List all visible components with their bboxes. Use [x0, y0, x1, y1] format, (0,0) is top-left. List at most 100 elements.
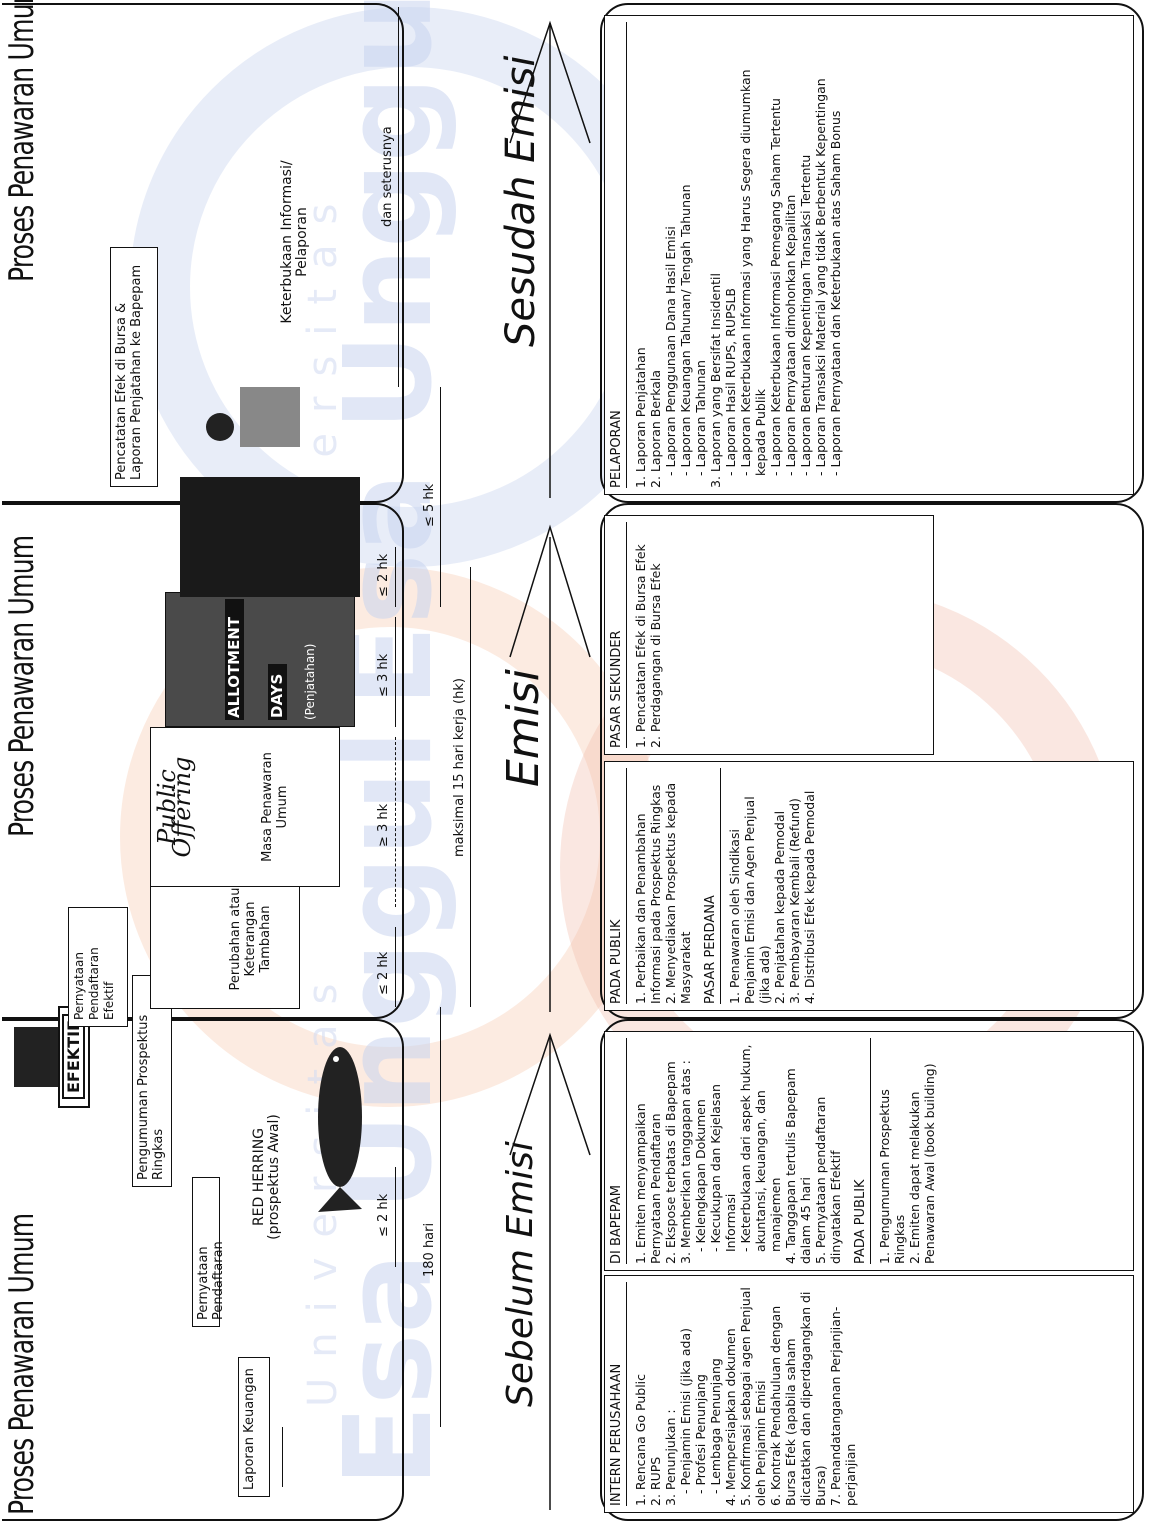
pernyataan-efektif-label: Pernyataan Pendaftaran Efektif	[72, 947, 116, 1020]
traders-icon	[206, 387, 300, 447]
pelaporan-item: - Laporan Pernyataan dan Keterbukaan ata…	[828, 110, 843, 476]
laporan-keuangan-label: Laporan Keuangan	[242, 1368, 257, 1490]
line-le3hk	[395, 617, 396, 727]
intern-list: 1. Rencana Go Public 2. RUPS 3. Penunjuk…	[633, 1282, 858, 1506]
pernyataan-efektif-box: Pernyataan Pendaftaran Efektif	[68, 907, 128, 1027]
line-le5hk	[440, 387, 441, 607]
bapepam-item: - Kelengkapan Dokumen	[693, 1099, 708, 1252]
pelaporan-item: 3. Laporan yang Bersifat Insidentil	[708, 272, 723, 488]
pencatatan-label: Pencatatan Efek di Bursa & Laporan Penja…	[114, 264, 144, 480]
bapepam-heading: DI BAPEPAM	[609, 1038, 627, 1264]
bapepam-item: 5. Pernyataan pendaftaran dinyatakan Efe…	[813, 1096, 843, 1264]
sekunder-item: 2. Perdagangan di Bursa Efek	[648, 563, 663, 748]
sekunder-list: 1. Pencatatan Efek di Bursa Efek 2. Perd…	[633, 522, 663, 748]
pelaporan-item: - Laporan Pernyataan dimohonkan Kepailit…	[783, 194, 798, 476]
pasar-perdana-item: 3. Pembayaran Kembali (Refund)	[787, 798, 802, 1004]
line-maksimal	[470, 567, 471, 1007]
chevron-sesudah	[509, 20, 591, 498]
pelaporan-item: 1. Laporan Penjatahan	[633, 347, 648, 488]
pasar-perdana-item: 2. Penjatahan kepada Pemodal	[772, 810, 787, 1004]
line-3hk	[395, 737, 396, 907]
publik-item: 2. Menyediakan Prospektus kepada Masyara…	[663, 782, 693, 1004]
column-sekunder: PASAR SEKUNDER 1. Pencatatan Efek di Bur…	[604, 515, 934, 755]
intern-item: 1. Rencana Go Public	[633, 1373, 648, 1506]
pelaporan-item: - Laporan Penggunaan Dana Hasil Emisi	[663, 226, 678, 476]
line-le2hk-c	[395, 547, 396, 607]
bapepam-publik-item: 2. Emiten dapat melakukan Penawaran Awal…	[907, 1063, 937, 1264]
pelaporan-item: - Laporan Transaksi Material yang tidak …	[813, 78, 828, 476]
label-le3hk: ≤ 3 hk	[376, 653, 391, 697]
title-left: Proses Penawaran Umum	[2, 1213, 42, 1515]
label-le2hk-c: ≤ 2 hk	[376, 553, 391, 597]
column-intern: INTERN PERUSAHAAN 1. Rencana Go Public 2…	[604, 1275, 1134, 1513]
allotment-box: ALLOTMENT DAYS (Penjatahan)	[165, 592, 355, 727]
penjatahan-label: (Penjatahan)	[303, 643, 317, 720]
fish-icon	[318, 1047, 362, 1212]
pelaporan-item: - Laporan Benturan Kepentingan Transaksi…	[798, 154, 813, 476]
label-le5hk: ≤ 5 hk	[422, 483, 437, 527]
bapepam-publik-item: 1. Pengumuman Prospektus Ringkas	[877, 1089, 907, 1264]
pelaporan-item: 2. Laporan Berkala	[648, 369, 663, 488]
publik-heading: PADA PUBLIK	[609, 768, 627, 1004]
perubahan-box: Perubahan atau Keterangan Tambahan	[150, 869, 300, 1009]
pasar-perdana-list: 1. Penawaran oleh Sindikasi Penjamin Emi…	[727, 768, 817, 1004]
bapepam-publik-list: 1. Pengumuman Prospektus Ringkas 2. Emit…	[877, 1038, 937, 1264]
red-herring-label: RED HERRING (prospektus Awal)	[251, 1114, 282, 1240]
keterbukaan-label: Keterbukaan Informasi/ Pelaporan	[279, 160, 310, 324]
line-laporan	[282, 1427, 283, 1487]
bapepam-item: 1. Emiten menyampaikan Pernyataan Pendaf…	[633, 1103, 663, 1264]
chevron-sebelum	[509, 1032, 591, 1510]
intern-item: 6. Kontrak Pendahuluan dengan Bursa Efek…	[768, 1291, 828, 1506]
allotment-label: ALLOTMENT	[225, 599, 244, 720]
column-pelaporan: PELAPORAN 1. Laporan Penjatahan 2. Lapor…	[604, 15, 1134, 495]
title-middle: Proses Penawaran Umum	[2, 535, 42, 837]
intern-heading: INTERN PERUSAHAAN	[609, 1282, 627, 1506]
label-maksimal: maksimal 15 hari kerja (hk)	[452, 678, 467, 857]
intern-item: 7. Penandatanganan Perjanjian-perjanjian	[828, 1306, 858, 1506]
pelaporan-list: 1. Laporan Penjatahan 2. Laporan Berkala…	[633, 22, 843, 488]
label-le2hk-a: ≤ 2 hk	[376, 1193, 391, 1237]
pelaporan-item: - Laporan Keterbukaan Informasi Pemegang…	[768, 98, 783, 476]
publik-item: 1. Perbaikan dan Penambahan Informasi pa…	[633, 784, 663, 1004]
phase-sebelum: Sebelum Emisi	[500, 1141, 541, 1407]
column-bapepam: DI BAPEPAM 1. Emiten menyampaikan Pernya…	[604, 1031, 1134, 1271]
bapepam-item: - Keterbukaan dari aspek hukum, akuntans…	[738, 1044, 783, 1252]
label-ge3hk: ≥ 3 hk	[376, 803, 391, 847]
bapepam-item: 4. Tanggapan tertulis Bapepam dalam 45 h…	[783, 1068, 813, 1264]
pencatatan-box: Pencatatan Efek di Bursa & Laporan Penja…	[110, 247, 158, 487]
laporan-keuangan-box: Laporan Keuangan	[238, 1357, 270, 1497]
intern-item: 5. Konfirmasi sebagai agen Penjual oleh …	[738, 1287, 768, 1506]
pasar-perdana-item: 1. Penawaran oleh Sindikasi Penjamin Emi…	[727, 796, 772, 1004]
pernyataan-pendaftaran-label: Pernyataan Pendaftaran	[196, 1241, 226, 1320]
bourse-photo	[180, 477, 360, 597]
days-label: DAYS	[268, 664, 287, 720]
title-right: Proses Penawaran Umum	[2, 0, 42, 282]
pelaporan-item: - Laporan Keterbukaan Informasi yang Har…	[738, 69, 768, 476]
chevron-emisi	[509, 524, 591, 1012]
line-keterbukaan	[398, 7, 399, 387]
pengumuman-prospektus-label: Pengumuman Prospektus Ringkas	[136, 1014, 166, 1180]
public-offering-label: Public Offering	[153, 756, 196, 858]
pasar-perdana-item: 4. Distribusi Efek kepada Pemodal	[802, 790, 817, 1004]
intern-item: - Lembaga Penunjang	[708, 1358, 723, 1494]
phase-sesudah: Sesudah Emisi	[498, 55, 544, 347]
public-offering-box: Public Offering Masa Penawaran Umum	[150, 727, 340, 887]
intern-item: 2. RUPS	[648, 1456, 663, 1506]
pernyataan-pendaftaran-box: Pernyataan Pendaftaran	[192, 1177, 226, 1327]
pelaporan-item: - Laporan Keuangan Tahunan/ Tengah Tahun…	[678, 184, 693, 476]
pelaporan-item: - Laporan Tahunan	[693, 360, 708, 476]
intern-item: - Profesi Penunjang	[693, 1374, 708, 1494]
label-180-hari: 180 hari	[422, 1222, 437, 1277]
masa-penawaran-label: Masa Penawaran Umum	[260, 752, 290, 862]
line-2hk-b	[395, 927, 396, 1007]
bapepam-item: 2. Ekspose terbatas di Bapepam	[663, 1061, 678, 1264]
dan-seterusnya-label: dan seterusnya	[380, 126, 395, 227]
intern-item: 4. Mempersiapkan dokumen	[723, 1328, 738, 1506]
bapepam-item: 3. Memberikan tanggapan atas :	[678, 1060, 693, 1264]
line-2hk-a	[395, 1167, 396, 1267]
sekunder-item: 1. Pencatatan Efek di Bursa Efek	[633, 544, 648, 748]
phase-emisi: Emisi	[498, 668, 549, 787]
label-le2hk-b: ≤ 2 hk	[376, 951, 391, 995]
